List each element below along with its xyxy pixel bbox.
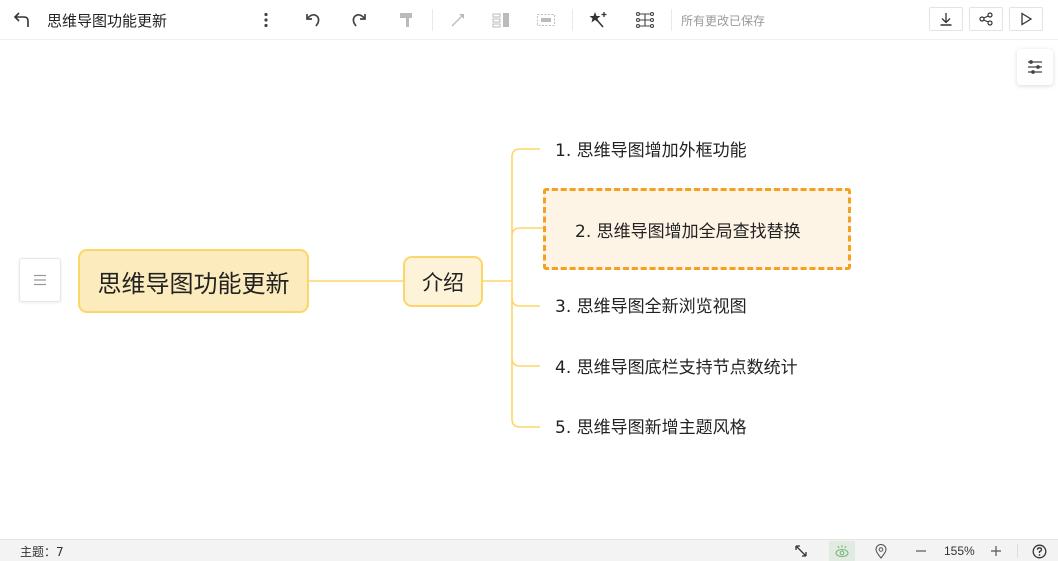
redo-icon[interactable]	[347, 8, 371, 32]
subtopic-label: 2. 思维导图增加全局查找替换	[575, 221, 801, 242]
status-bar: 主题：7 155%	[0, 539, 1058, 561]
zoom-level: 155%	[944, 544, 975, 558]
style-settings-button[interactable]	[1017, 49, 1053, 85]
zoom-in-icon[interactable]	[985, 541, 1007, 561]
eye-icon[interactable]	[829, 541, 855, 561]
root-topic-node[interactable]: 思维导图功能更新	[78, 249, 309, 313]
magic-wand-icon[interactable]	[587, 8, 611, 32]
save-status: 所有更改已保存	[681, 14, 766, 28]
more-vertical-icon[interactable]	[254, 8, 278, 32]
zoom-out-icon[interactable]	[910, 541, 932, 561]
undo-icon[interactable]	[301, 8, 325, 32]
main-topic-node[interactable]: 介绍	[403, 256, 483, 307]
subtopic-node[interactable]: 1. 思维导图增加外框功能	[555, 141, 747, 161]
menu-icon	[34, 274, 46, 286]
connect-line-icon[interactable]	[446, 8, 470, 32]
sliders-icon	[1028, 60, 1042, 74]
mindmap-canvas[interactable]: 思维导图功能更新 介绍 1. 思维导图增加外框功能 2. 思维导图增加全局查找替…	[0, 41, 1058, 539]
back-arrow-icon[interactable]	[10, 8, 34, 32]
document-title[interactable]: 思维导图功能更新	[47, 12, 168, 30]
format-painter-icon[interactable]	[394, 8, 418, 32]
present-button[interactable]	[1009, 7, 1043, 31]
fit-screen-icon[interactable]	[790, 541, 812, 561]
outline-frame-icon[interactable]	[534, 8, 558, 32]
top-toolbar: 思维导图功能更新 所有更改已保存	[0, 0, 1058, 40]
subtopic-node[interactable]: 4. 思维导图底栏支持节点数统计	[555, 358, 798, 378]
topic-count: 主题：7	[20, 545, 64, 559]
statusbar-divider	[1017, 544, 1018, 558]
download-icon	[940, 13, 952, 26]
toolbar-divider	[432, 9, 433, 31]
subtopic-node[interactable]: 3. 思维导图全新浏览视图	[555, 297, 747, 317]
location-pin-icon[interactable]	[870, 541, 892, 561]
toolbar-divider	[671, 9, 672, 31]
outline-toggle-button[interactable]	[19, 258, 61, 302]
connector-lines	[309, 148, 558, 428]
share-button[interactable]	[969, 7, 1003, 31]
subtopic-node-selected[interactable]: 2. 思维导图增加全局查找替换	[543, 188, 851, 270]
help-icon[interactable]	[1028, 541, 1050, 561]
subtopic-node[interactable]: 5. 思维导图新增主题风格	[555, 418, 747, 438]
structure-icon[interactable]	[633, 8, 657, 32]
share-icon	[979, 12, 993, 26]
summary-icon[interactable]	[489, 8, 513, 32]
download-button[interactable]	[929, 7, 963, 31]
play-icon	[1021, 12, 1033, 26]
toolbar-divider	[572, 9, 573, 31]
